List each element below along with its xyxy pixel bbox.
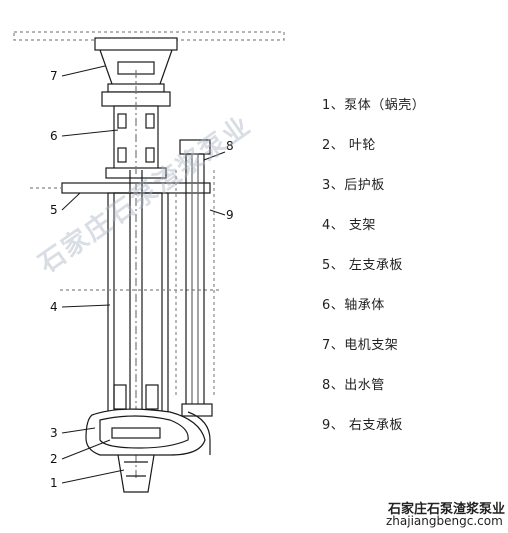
legend-item-9: 9、 右支承板 (322, 418, 403, 433)
top-dashed-frame (13, 31, 285, 41)
callout-5: 5 (50, 203, 58, 217)
callout-7: 7 (50, 69, 58, 83)
legend-item-5: 5、 左支承板 (322, 258, 403, 273)
callout-6: 6 (50, 129, 58, 143)
motor-stand (94, 37, 178, 93)
legend-item-8: 8、出水管 (322, 378, 385, 393)
brand-url: zhajiangbengc.com (386, 514, 503, 528)
legend-item-7: 7、电机支架 (322, 338, 399, 353)
brand-name: 石家庄石泵渣浆泵业 (388, 502, 506, 517)
callout-4: 4 (50, 300, 58, 314)
impeller (113, 384, 159, 410)
callout-2: 2 (50, 452, 58, 466)
callout-1: 1 (50, 476, 58, 490)
legend-item-2: 2、 叶轮 (322, 138, 376, 153)
legend-item-6: 6、轴承体 (322, 298, 385, 313)
pump-casing (85, 408, 211, 493)
callout-8: 8 (226, 139, 234, 153)
legend-item-1: 1、泵体（蜗壳） (322, 98, 426, 113)
callout-9: 9 (226, 208, 234, 222)
callout-3: 3 (50, 426, 58, 440)
legend-item-4: 4、 支架 (322, 218, 376, 233)
legend-item-3: 3、后护板 (322, 178, 385, 193)
